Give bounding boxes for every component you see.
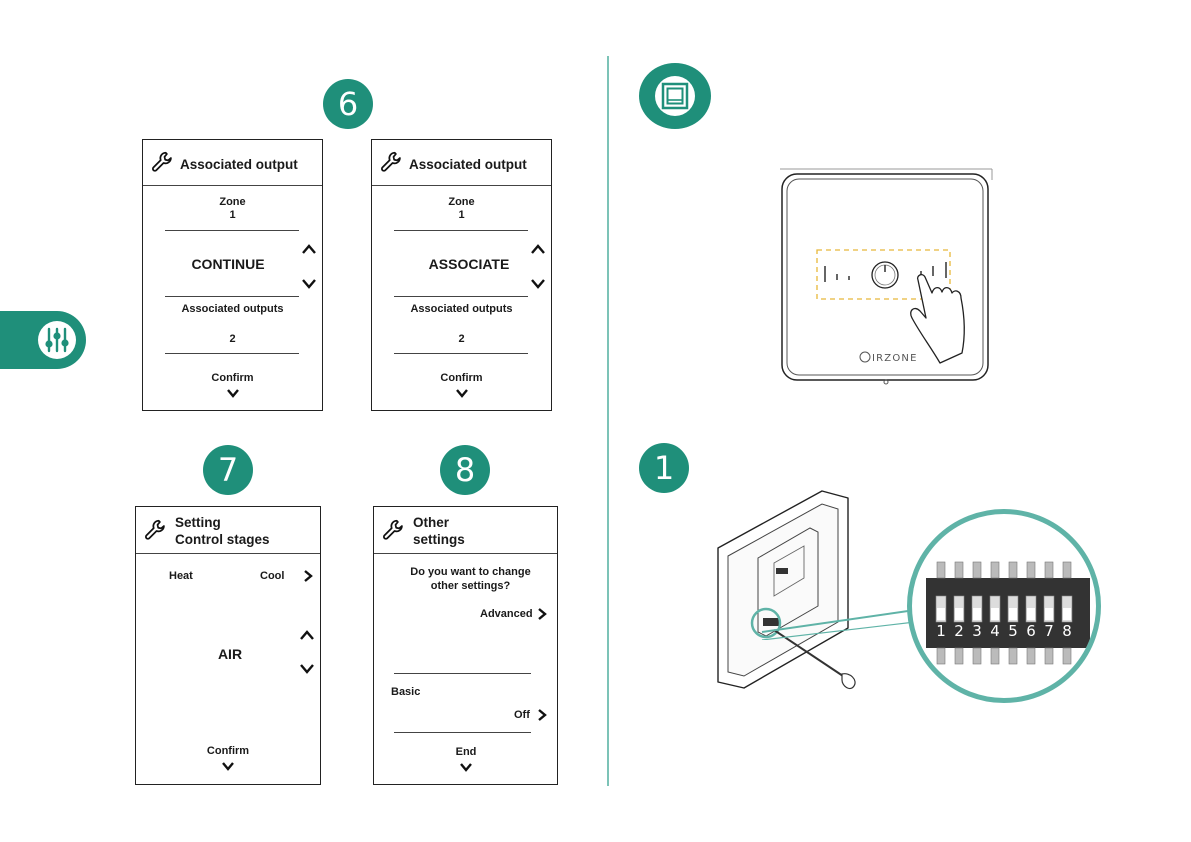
screen-other-settings: Other settings Do you want to change oth…: [373, 506, 558, 785]
step-badge-8: 8: [440, 445, 490, 495]
screen-associated-output-continue: Associated output Zone 1 CONTINUE Associ…: [142, 139, 323, 411]
separator: [394, 732, 531, 733]
zone-value: 1: [143, 209, 322, 221]
option-value: ASSOCIATE: [372, 256, 566, 272]
advanced-option[interactable]: Advanced: [480, 608, 533, 620]
screen-header: Associated output: [143, 140, 322, 186]
screen-control-stages: Setting Control stages Heat Cool AIR Con…: [135, 506, 321, 785]
outputs-label: Associated outputs: [372, 303, 551, 315]
confirm-label[interactable]: Confirm: [136, 745, 320, 757]
separator: [165, 230, 299, 231]
chevron-right-icon[interactable]: [537, 607, 547, 621]
chevron-down-icon[interactable]: [299, 663, 315, 675]
thermostat-badge: [639, 63, 711, 129]
screen-title: Associated output: [180, 157, 298, 173]
dip-number: 3: [971, 622, 983, 640]
wrench-icon: [150, 149, 176, 175]
dip-switch-zoom: 1 2 3 4 5 6 7 8: [907, 509, 1101, 703]
basic-value[interactable]: Off: [514, 709, 530, 721]
zone-value: 1: [372, 209, 551, 221]
end-label[interactable]: End: [374, 746, 558, 758]
thermostat-front-illustration: IRZONE: [780, 168, 995, 388]
separator: [394, 296, 528, 297]
dip-number: 7: [1043, 622, 1055, 640]
chevron-down-icon[interactable]: [221, 761, 235, 771]
screen-associated-output-associate: Associated output Zone 1 ASSOCIATE Assoc…: [371, 139, 552, 411]
chevron-down-icon[interactable]: [226, 388, 240, 398]
chevron-up-icon[interactable]: [299, 629, 315, 641]
confirm-label[interactable]: Confirm: [372, 372, 551, 384]
wrench-icon: [379, 149, 405, 175]
separator: [165, 296, 299, 297]
screen-title-line1: Other: [413, 515, 449, 531]
screen-title-line2: settings: [413, 532, 465, 548]
dip-number: 2: [953, 622, 965, 640]
zone-label: Zone: [143, 196, 322, 208]
chevron-up-icon[interactable]: [530, 243, 546, 255]
question-line1: Do you want to change: [374, 566, 567, 578]
chevron-up-icon[interactable]: [301, 243, 317, 255]
chevron-down-icon[interactable]: [455, 388, 469, 398]
dip-number: 5: [1007, 622, 1019, 640]
separator: [394, 230, 528, 231]
chevron-down-icon[interactable]: [530, 278, 546, 290]
option-value: AIR: [136, 646, 324, 662]
confirm-label[interactable]: Confirm: [143, 372, 322, 384]
screen-title-line2: Control stages: [175, 532, 270, 548]
airzone-logo: IRZONE: [872, 353, 918, 364]
dip-pins: [926, 558, 1090, 678]
zoom-connector: [760, 600, 920, 640]
thermostat-back-illustration: [714, 488, 864, 703]
column-divider: [607, 56, 609, 786]
wrench-icon: [381, 517, 407, 543]
screen-header: Other settings: [374, 507, 557, 554]
wrench-icon: [143, 517, 169, 543]
settings-sliders-icon: [36, 319, 78, 361]
cool-option[interactable]: Cool: [260, 570, 284, 582]
chevron-down-icon[interactable]: [301, 278, 317, 290]
outputs-value: 2: [372, 333, 551, 345]
step-badge-7: 7: [203, 445, 253, 495]
outputs-value: 2: [143, 333, 322, 345]
heat-option[interactable]: Heat: [169, 570, 193, 582]
outputs-label: Associated outputs: [143, 303, 322, 315]
separator: [394, 673, 531, 674]
section-tab: [0, 311, 86, 369]
screen-header: Setting Control stages: [136, 507, 320, 554]
screen-title: Associated output: [409, 157, 527, 173]
dip-number-row: 1 2 3 4 5 6 7 8: [926, 622, 1090, 642]
dip-number: 1: [935, 622, 947, 640]
dip-number: 8: [1061, 622, 1073, 640]
separator: [165, 353, 299, 354]
screen-title-line1: Setting: [175, 515, 221, 531]
chevron-right-icon[interactable]: [303, 569, 313, 583]
question-line2: other settings?: [374, 580, 567, 592]
screen-header: Associated output: [372, 140, 551, 186]
thermostat-icon: [652, 73, 698, 119]
separator: [394, 353, 528, 354]
step-badge-1: 1: [639, 443, 689, 493]
step-badge-6: 6: [323, 79, 373, 129]
dip-number: 6: [1025, 622, 1037, 640]
option-value: CONTINUE: [143, 256, 313, 272]
chevron-right-icon[interactable]: [537, 708, 547, 722]
dip-number: 4: [989, 622, 1001, 640]
chevron-down-icon[interactable]: [459, 762, 473, 772]
zone-label: Zone: [372, 196, 551, 208]
basic-label: Basic: [391, 686, 420, 698]
